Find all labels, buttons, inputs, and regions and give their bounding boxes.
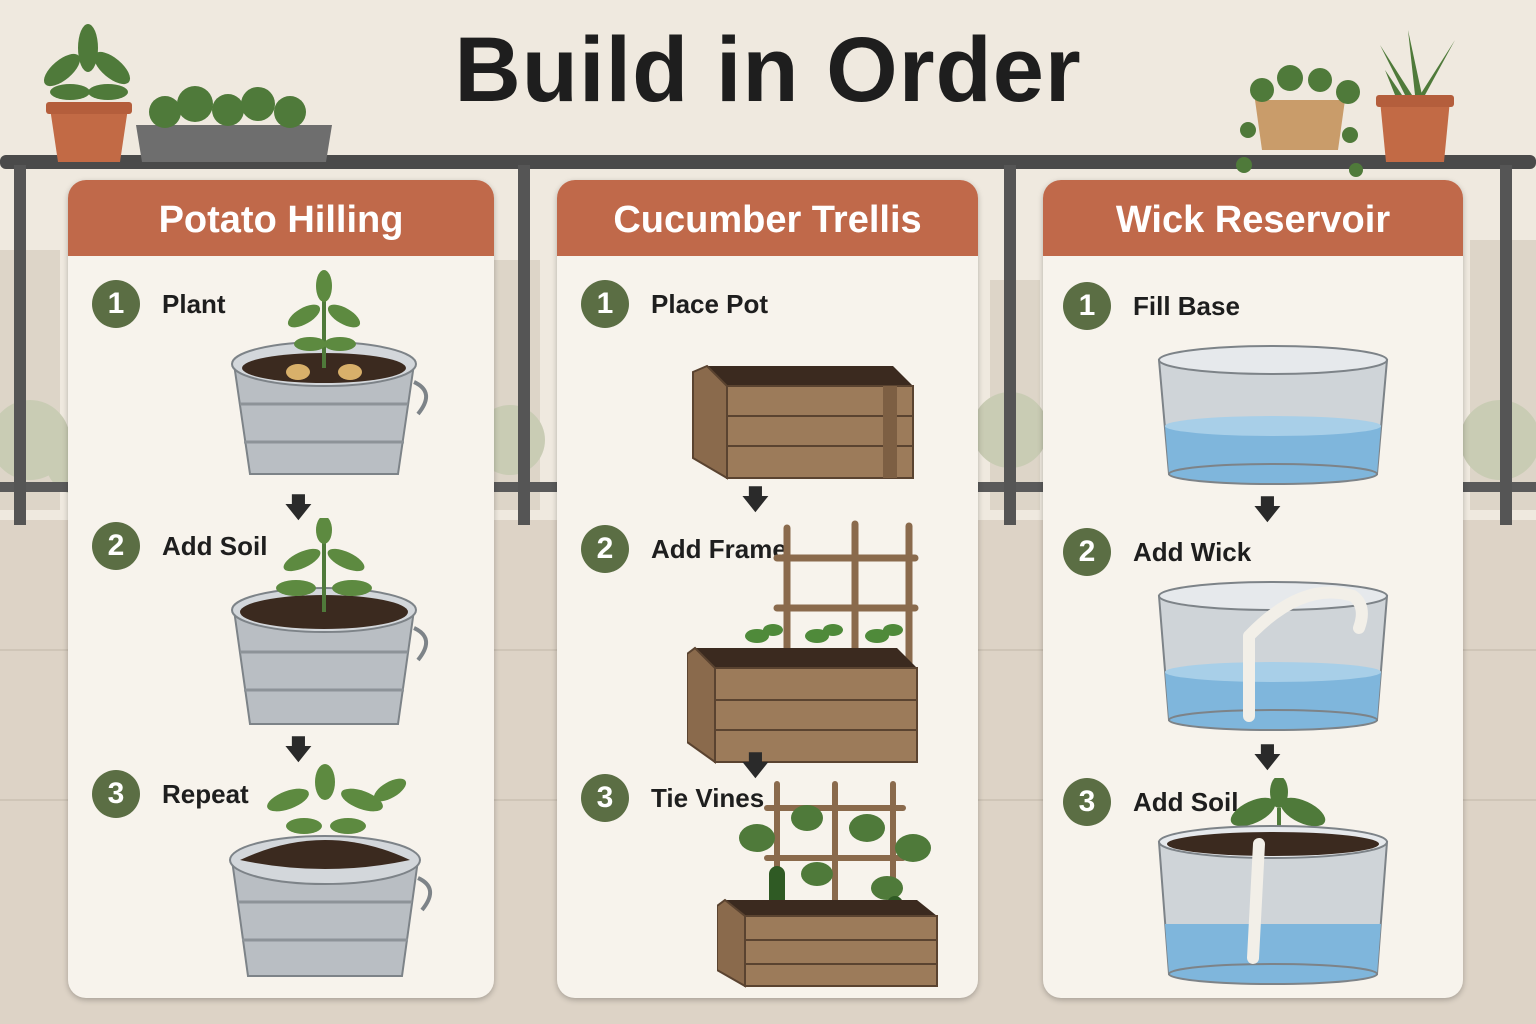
down-arrow-icon: 🡇 [741,484,770,515]
crate-with-trellis-icon [687,520,919,764]
step-number-badge: 3 [581,774,629,822]
step-label: Tie Vines [651,782,765,813]
step-3: 3 Repeat [92,770,249,818]
wooden-crate-icon [692,364,914,480]
step-label: Repeat [162,778,249,809]
reservoir-with-wick-icon [1157,581,1389,731]
bucket-added-soil-icon [231,518,428,725]
step-label: Place Pot [651,288,769,319]
step-label: Add Wick [1133,536,1252,567]
step-number-badge: 2 [581,525,629,573]
crate-with-cucumber-vines-icon [717,781,938,988]
down-arrow-icon: 🡇 [284,734,313,765]
step-label: Add Soil [162,530,268,561]
step-label: Fill Base [1133,290,1240,321]
card-heading: Wick Reservoir [1043,180,1463,256]
card-potato-hilling: Potato Hilling 1 Plant 🡇 2 Add Soil [68,180,494,998]
step-number-badge: 2 [1063,528,1111,576]
step-1: 1 Place Pot [581,280,768,328]
down-arrow-icon: 🡇 [741,750,770,781]
step-number-badge: 3 [92,770,140,818]
step-1: 1 Plant [92,280,226,328]
bucket-full-soil-icon [229,764,432,977]
page-title: Build in Order [454,19,1082,121]
step-3: 3 Add Soil [1063,778,1238,826]
step-number-badge: 1 [581,280,629,328]
step-label: Add Soil [1133,786,1239,817]
step-1: 1 Fill Base [1063,282,1240,330]
snake-plant-icon [1376,30,1455,162]
card-cucumber-trellis: Cucumber Trellis 1 Place Pot 🡇 2 Add Fra… [557,180,978,998]
step-number-badge: 1 [1063,282,1111,330]
reservoir-water-icon [1157,345,1389,485]
reservoir-with-soil-and-plant-icon [1157,778,1389,985]
step-2: 2 Add Frame [581,525,787,573]
card-heading: Cucumber Trellis [557,180,978,256]
down-arrow-icon: 🡇 [284,492,313,523]
step-label: Add Frame [651,533,787,564]
step-number-badge: 3 [1063,778,1111,826]
card-heading: Potato Hilling [68,180,494,256]
down-arrow-icon: 🡇 [1253,494,1282,525]
hanging-plant-icon [1236,65,1363,207]
potted-plant-icon [43,24,132,162]
down-arrow-icon: 🡇 [1253,742,1282,773]
step-label: Plant [162,288,226,319]
card-wick-reservoir: Wick Reservoir 1 Fill Base 🡇 2 Add Wick … [1043,180,1463,998]
step-2: 2 Add Wick [1063,528,1251,576]
step-3: 3 Tie Vines [581,774,764,822]
planter-box-icon [136,86,332,162]
step-number-badge: 1 [92,280,140,328]
step-2: 2 Add Soil [92,522,267,570]
step-number-badge: 2 [92,522,140,570]
bucket-seed-potatoes-icon [231,270,428,475]
